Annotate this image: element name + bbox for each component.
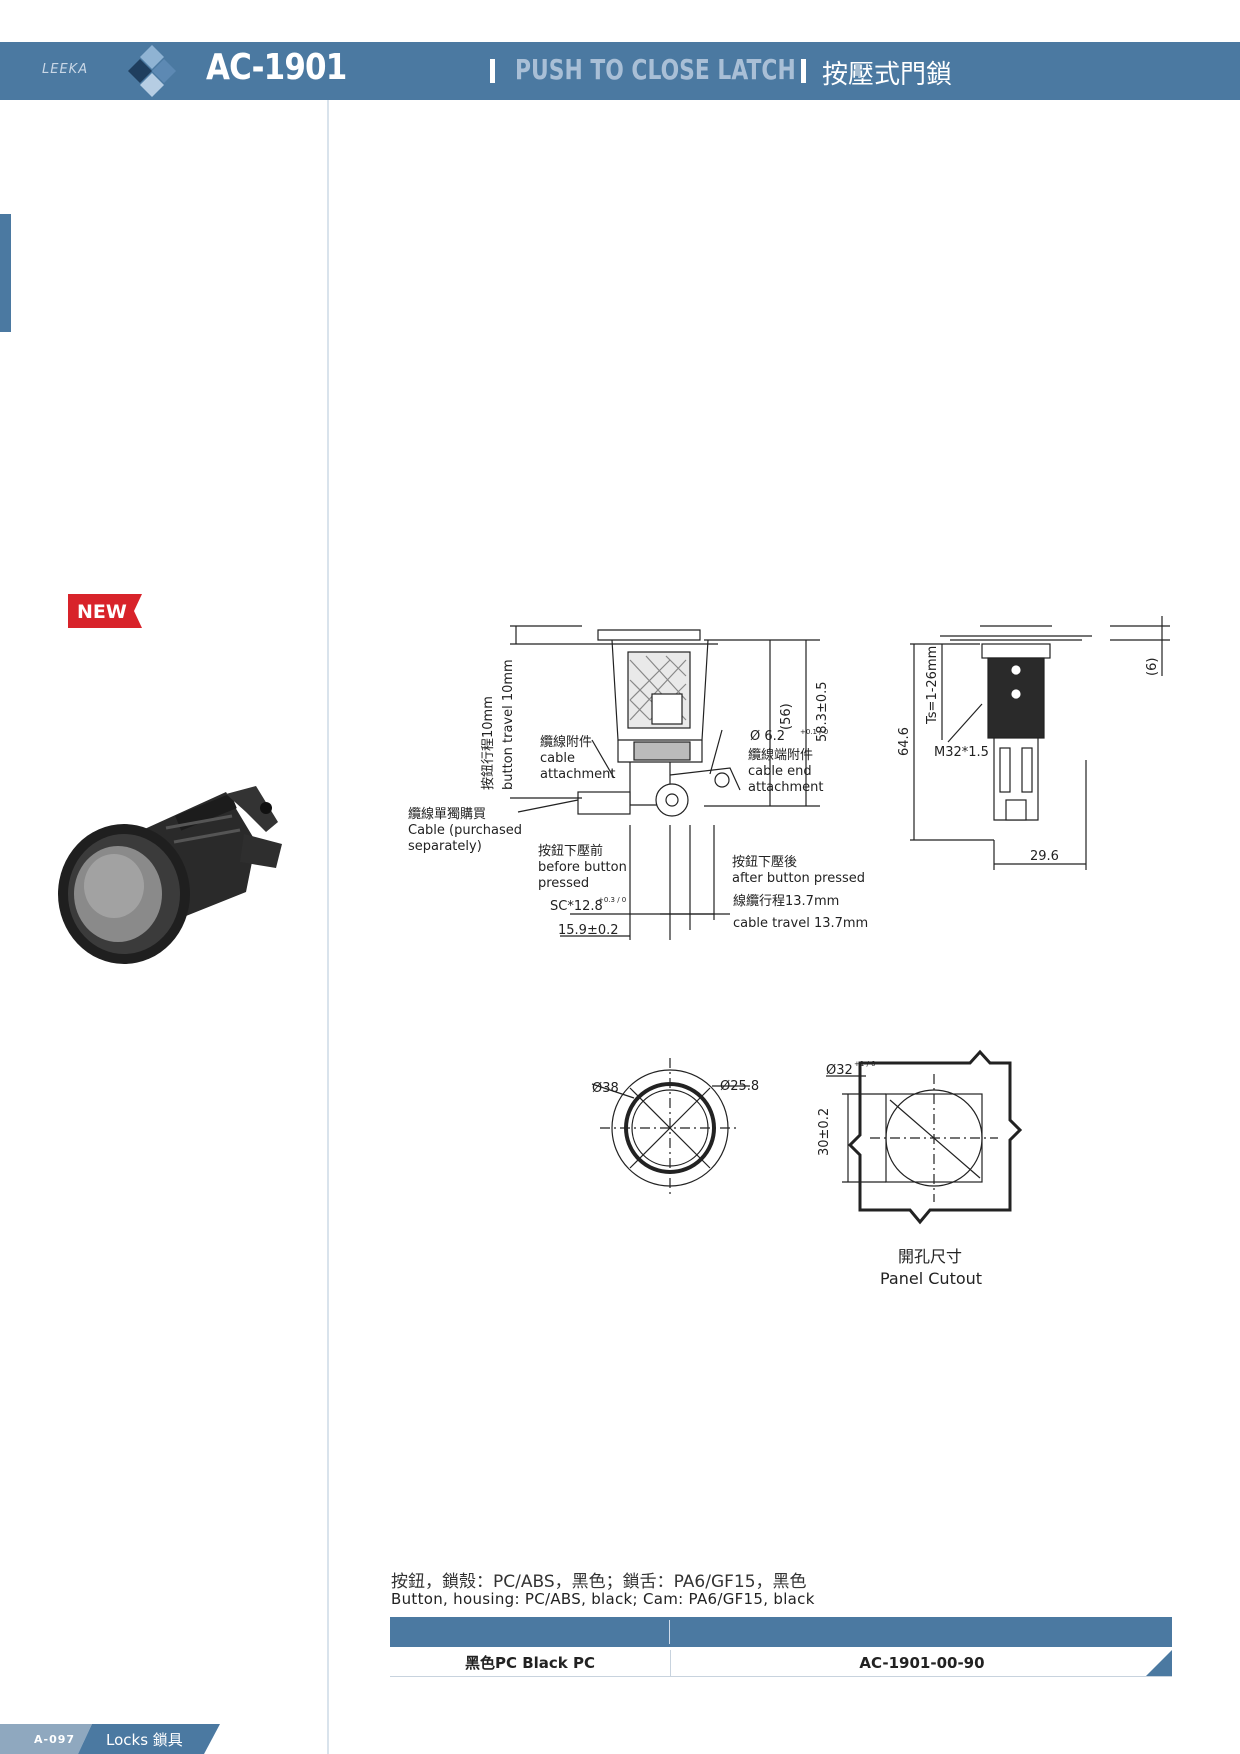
before-pressed-en1: before button	[538, 860, 627, 875]
table-header-divider	[669, 1620, 670, 1644]
table-corner-accent	[1146, 1650, 1172, 1676]
dim-25-8: Ø25.8	[720, 1079, 759, 1094]
cable-end-en2: attachment	[748, 780, 824, 795]
dim-32: Ø32	[826, 1063, 853, 1078]
before-pressed-cn: 按鈕下壓前	[538, 843, 603, 859]
button-travel-cn: 按鈕行程10mm	[481, 696, 496, 790]
section-label: Locks 鎖具	[106, 1731, 183, 1749]
dim-32-tolerance: +1 / 0	[854, 1060, 876, 1068]
dim-sc: SC*12.8	[550, 899, 603, 914]
cable-purchased-en1: Cable (purchased	[408, 823, 522, 838]
hole-tolerance: +0.1 / 0	[800, 728, 828, 736]
cable-travel-en: cable travel 13.7mm	[733, 916, 868, 931]
hole-dimension: Ø 6.2	[750, 729, 785, 744]
product-photo	[58, 786, 282, 964]
dim-29-6: 29.6	[1030, 849, 1059, 864]
page-number: A-097	[34, 1733, 76, 1746]
cable-end-cn: 纜線端附件	[748, 747, 813, 763]
table-row: 黑色PC Black PC AC-1901-00-90	[390, 1650, 1172, 1677]
part-number-cell: AC-1901-00-90	[670, 1650, 1173, 1676]
product-title-en: PUSH TO CLOSE LATCH	[515, 53, 796, 86]
dim-56: (56)	[779, 703, 794, 730]
color-cell: 黑色PC Black PC	[464, 1654, 595, 1672]
table-header	[390, 1617, 1172, 1647]
after-pressed-en: after button pressed	[732, 871, 865, 886]
material-spec-cn: 按鈕，鎖殼：PC/ABS，黑色；鎖舌：PA6/GF15，黑色	[391, 1572, 807, 1592]
dim-sc-tolerance: +0.3 / 0	[598, 896, 626, 904]
material-spec-en: Button, housing: PC/ABS, black; Cam: PA6…	[391, 1590, 815, 1608]
dim-thread: M32*1.5	[934, 745, 989, 760]
button-travel-en: button travel 10mm	[501, 659, 516, 790]
column-divider	[327, 100, 329, 1754]
brand-logo: LEEKA	[42, 62, 89, 77]
side-tab-marker	[0, 214, 11, 332]
cable-attachment-cn: 纜線附件	[540, 734, 592, 750]
cable-attachment-en2: attachment	[540, 767, 616, 782]
title-divider	[490, 59, 495, 83]
product-title-cn: 按壓式門鎖	[822, 60, 953, 90]
cable-attachment-en1: cable	[540, 751, 575, 766]
model-number: AC-1901	[206, 47, 347, 88]
title-divider	[801, 59, 806, 83]
cable-purchased-en2: separately)	[408, 839, 482, 854]
after-pressed-cn: 按鈕下壓後	[732, 855, 797, 870]
diamond-logo-icon	[128, 45, 176, 97]
dim-38: Ø38	[592, 1081, 619, 1096]
dim-6: (6)	[1145, 658, 1160, 676]
cable-end-en1: cable end	[748, 764, 812, 779]
page-header: LEEKA AC-1901 PUSH TO CLOSE LATCH 按壓式門鎖	[0, 42, 1240, 100]
new-badge-label: NEW	[77, 601, 127, 623]
dim-30: 30±0.2	[817, 1108, 832, 1156]
cable-travel-cn: 線纜行程13.7mm	[733, 893, 839, 909]
cutout-cn: 開孔尺寸	[898, 1247, 962, 1266]
dim-58: 58.3±0.5	[815, 681, 830, 742]
new-badge: NEW	[68, 594, 142, 628]
dim-64-6: 64.6	[897, 727, 912, 756]
dim-15-9: 15.9±0.2	[558, 923, 619, 938]
cutout-en: Panel Cutout	[880, 1269, 982, 1288]
technical-drawing: 按鈕行程10mm button travel 10mm 纜線附件 cable a…	[408, 616, 1170, 1288]
before-pressed-en2: pressed	[538, 876, 589, 891]
cable-purchased-cn: 纜線單獨購買	[408, 806, 486, 822]
dim-ts: Ts=1-26mm	[925, 646, 940, 725]
footer-tab	[0, 1724, 220, 1754]
